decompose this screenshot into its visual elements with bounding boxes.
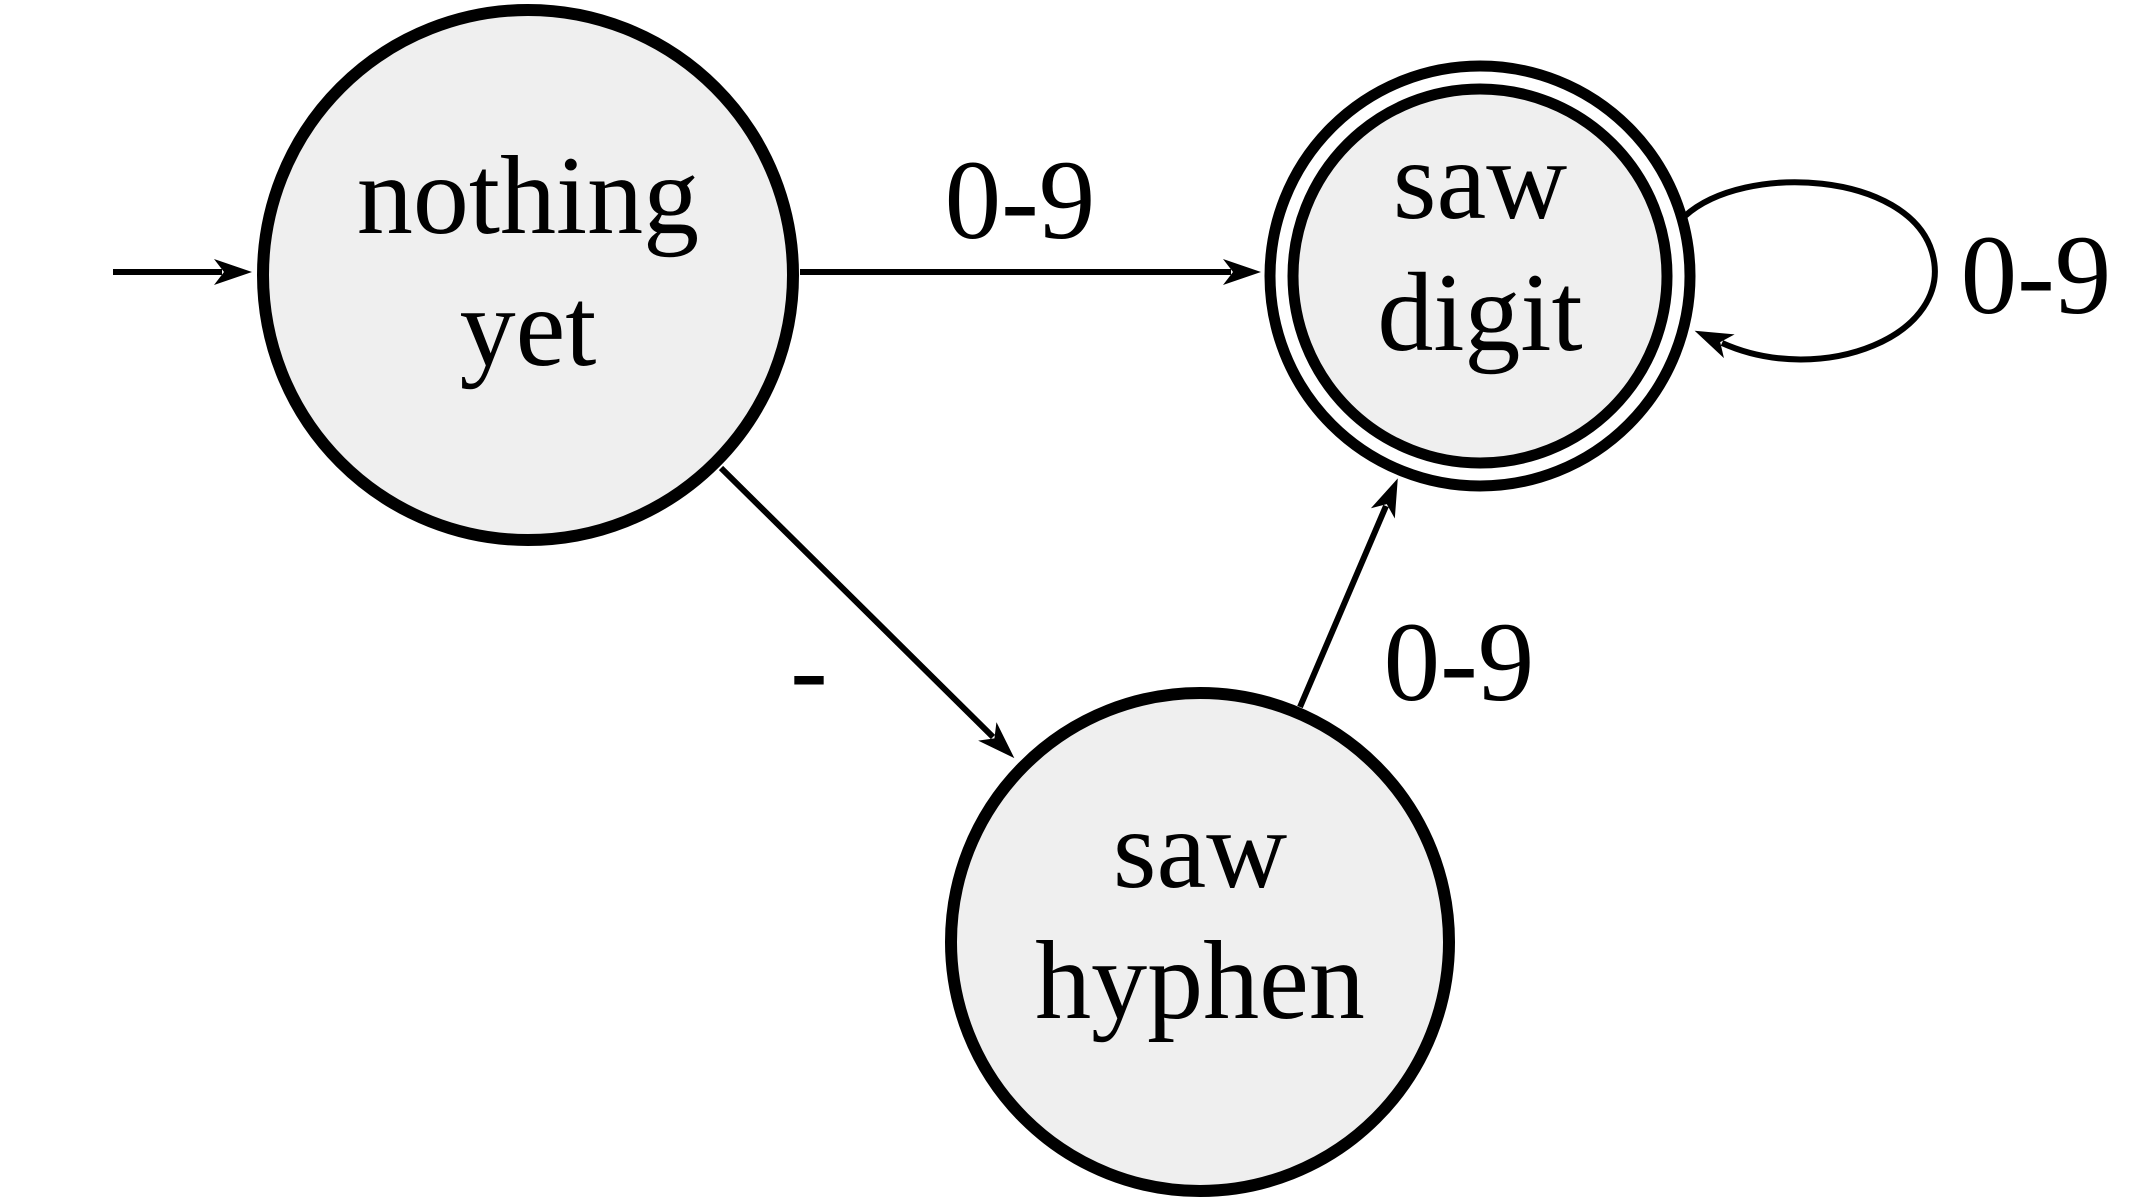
state-nothing-yet-label-line2: yet	[460, 266, 597, 390]
state-saw-digit-label-line1: saw	[1393, 119, 1567, 243]
state-saw-hyphen-label-line1: saw	[1113, 788, 1287, 912]
state-saw-digit-inner-circle	[1287, 83, 1673, 469]
transition-saw-hyphen-to-saw-digit-arrow	[1297, 478, 1398, 709]
state-saw-digit: saw digit	[1264, 60, 1696, 492]
state-saw-hyphen-circle	[945, 687, 1455, 1197]
transition-nothing-yet-to-saw-hyphen-arrow	[718, 465, 1015, 759]
transition-saw-hyphen-to-saw-digit-label: 0-9	[1384, 600, 1535, 725]
state-nothing-yet: nothing yet	[257, 4, 799, 546]
transition-saw-digit-self-loop-arrow	[1682, 179, 1938, 363]
state-saw-hyphen-label-line2: hyphen	[1035, 919, 1365, 1043]
transition-nothing-yet-to-saw-digit-label: 0-9	[945, 138, 1096, 263]
state-saw-digit-label-line2: digit	[1377, 251, 1582, 375]
state-nothing-yet-circle	[257, 4, 799, 546]
state-saw-hyphen: saw hyphen	[945, 687, 1455, 1197]
state-nothing-yet-label-line1: nothing	[357, 134, 699, 258]
transition-nothing-yet-to-saw-hyphen-label: -	[790, 607, 828, 732]
transition-saw-digit-self-loop-label: 0-9	[1961, 213, 2112, 338]
